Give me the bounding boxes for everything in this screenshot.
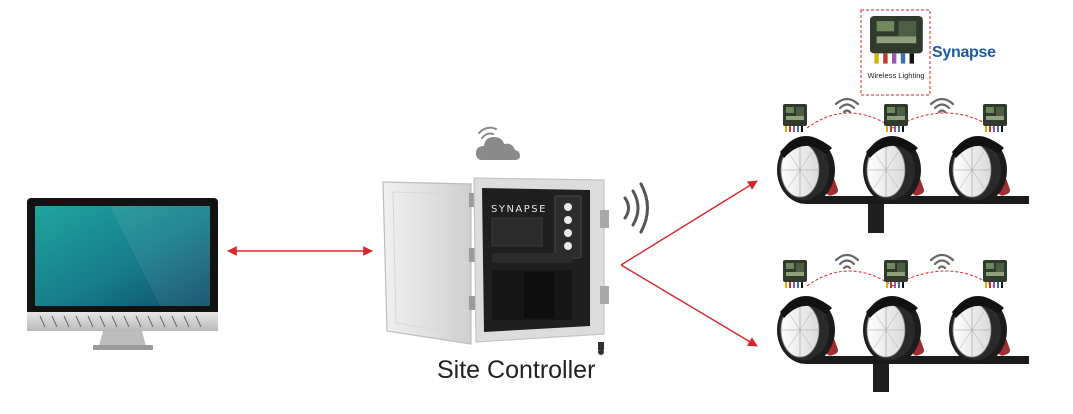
light-module (783, 260, 807, 288)
site-controller-enclosure (382, 177, 609, 355)
wireless-lighting-module (870, 16, 923, 64)
controller-brand-text: SYNAPSE (491, 204, 547, 215)
wifi-icon (834, 97, 860, 114)
light-module (983, 260, 1007, 288)
floodlight (776, 295, 840, 365)
wireless-lighting-label: Wireless Lighting (867, 71, 925, 80)
controller-to-lower-lights-arrow (620, 264, 758, 347)
upper-light-bank (776, 97, 1029, 233)
light-module (983, 104, 1007, 132)
radio-waves-icon (623, 182, 649, 234)
floodlight (776, 135, 840, 205)
lower-light-bank (776, 253, 1029, 392)
floodlight (862, 295, 926, 365)
floodlight (948, 295, 1012, 365)
light-module (884, 260, 908, 288)
light-module (783, 104, 807, 132)
site-controller-label: Site Controller (437, 356, 596, 384)
floodlight (862, 135, 926, 205)
wifi-icon (929, 253, 955, 270)
wifi-icon (929, 97, 955, 114)
cloud-wifi-icon (476, 126, 520, 160)
synapse-logo: Synapse (932, 44, 996, 61)
floodlight (948, 135, 1012, 205)
light-module (884, 104, 908, 132)
wifi-icon (834, 253, 860, 270)
controller-to-upper-lights-arrow (620, 180, 758, 266)
wireless-lighting-callout (860, 9, 931, 96)
computer-monitor (27, 198, 218, 350)
